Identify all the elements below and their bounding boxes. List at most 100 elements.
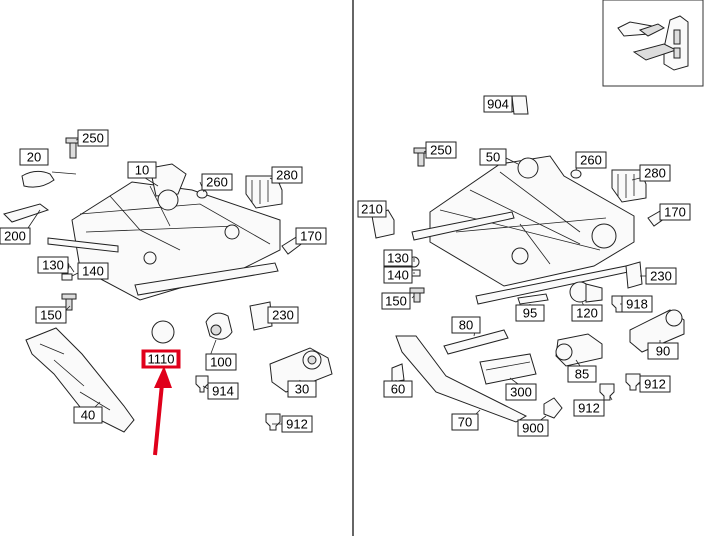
svg-text:130: 130 xyxy=(42,258,64,273)
callout-30[interactable]: 30 xyxy=(287,380,317,398)
connector-900 xyxy=(543,397,563,419)
callout-20[interactable]: 20 xyxy=(19,148,49,166)
callout-60[interactable]: 60 xyxy=(383,380,413,398)
callout-140-right[interactable]: 140 xyxy=(383,266,413,284)
callout-200[interactable]: 200 xyxy=(0,227,31,245)
svg-text:250: 250 xyxy=(82,131,104,146)
callout-912-right-a[interactable]: 912 xyxy=(573,399,605,417)
svg-text:150: 150 xyxy=(385,294,407,309)
svg-text:912: 912 xyxy=(644,377,666,392)
svg-text:250: 250 xyxy=(430,143,452,158)
svg-text:1110: 1110 xyxy=(148,352,175,367)
bracket-60 xyxy=(391,363,405,383)
svg-text:10: 10 xyxy=(135,163,149,178)
callout-900[interactable]: 900 xyxy=(517,419,549,437)
bushing-260-right xyxy=(570,169,582,179)
switch-100 xyxy=(205,312,233,340)
svg-text:210: 210 xyxy=(361,202,383,217)
callout-80[interactable]: 80 xyxy=(451,316,481,334)
svg-text:912: 912 xyxy=(578,401,600,416)
connector-912-right-b xyxy=(625,373,641,391)
callout-150[interactable]: 150 xyxy=(35,306,67,324)
callout-120[interactable]: 120 xyxy=(571,304,603,322)
svg-text:90: 90 xyxy=(656,344,670,359)
callout-912-left[interactable]: 912 xyxy=(281,415,313,433)
callout-914[interactable]: 914 xyxy=(207,382,239,400)
recliner-lever xyxy=(3,203,50,223)
callout-210[interactable]: 210 xyxy=(357,200,387,218)
svg-text:170: 170 xyxy=(664,205,686,220)
callout-50[interactable]: 50 xyxy=(479,148,507,166)
bracket-280-left xyxy=(245,175,283,209)
svg-text:300: 300 xyxy=(510,385,532,400)
callout-90[interactable]: 90 xyxy=(647,342,679,360)
rail-70 xyxy=(395,335,528,423)
svg-text:40: 40 xyxy=(81,408,95,423)
svg-text:170: 170 xyxy=(300,229,322,244)
connector-912-right-a xyxy=(599,383,615,401)
callout-10[interactable]: 10 xyxy=(127,161,157,179)
callout-912-right-b[interactable]: 912 xyxy=(639,375,671,393)
side-cover-40 xyxy=(25,327,135,433)
bolt-150-right xyxy=(409,287,425,303)
svg-text:95: 95 xyxy=(523,306,537,321)
callout-170-right[interactable]: 170 xyxy=(659,203,691,221)
svg-text:912: 912 xyxy=(286,417,308,432)
svg-text:230: 230 xyxy=(650,269,672,284)
nut-140-left xyxy=(61,273,73,281)
svg-text:80: 80 xyxy=(459,318,473,333)
callout-230[interactable]: 230 xyxy=(267,306,299,324)
callout-150-right[interactable]: 150 xyxy=(381,292,411,310)
svg-text:60: 60 xyxy=(391,382,405,397)
connector-914 xyxy=(195,375,209,393)
svg-text:85: 85 xyxy=(575,367,589,382)
svg-text:280: 280 xyxy=(644,166,666,181)
callout-100[interactable]: 100 xyxy=(205,353,237,371)
seat-thumbnail xyxy=(602,0,704,87)
svg-text:150: 150 xyxy=(40,308,62,323)
callout-904[interactable]: 904 xyxy=(483,95,513,113)
callout-170[interactable]: 170 xyxy=(295,227,327,245)
svg-text:904: 904 xyxy=(487,97,509,112)
bracket-95 xyxy=(517,293,549,305)
svg-text:30: 30 xyxy=(295,382,309,397)
callout-280[interactable]: 280 xyxy=(271,166,303,184)
svg-text:50: 50 xyxy=(486,150,500,165)
callout-140[interactable]: 140 xyxy=(77,262,109,280)
motor-85 xyxy=(555,333,603,367)
svg-text:918: 918 xyxy=(626,297,648,312)
svg-text:140: 140 xyxy=(387,268,409,283)
clip-230-left xyxy=(249,301,273,331)
svg-text:140: 140 xyxy=(82,264,104,279)
svg-text:120: 120 xyxy=(576,306,598,321)
callout-250[interactable]: 250 xyxy=(77,129,109,147)
bracket-80 xyxy=(443,329,509,355)
motor-120 xyxy=(569,281,603,303)
svg-text:260: 260 xyxy=(206,175,228,190)
svg-text:130: 130 xyxy=(387,251,409,266)
callout-300[interactable]: 300 xyxy=(505,383,537,401)
connector-912-left xyxy=(265,413,281,431)
callout-230-right[interactable]: 230 xyxy=(645,267,677,285)
clip-230-right xyxy=(625,261,643,289)
callout-260-right[interactable]: 260 xyxy=(575,151,607,169)
callout-918[interactable]: 918 xyxy=(621,295,653,313)
callout-40[interactable]: 40 xyxy=(73,406,103,424)
seat-cushion-trim xyxy=(21,170,55,188)
callout-1110[interactable]: 1110 xyxy=(141,349,181,369)
svg-text:280: 280 xyxy=(276,168,298,183)
svg-text:20: 20 xyxy=(27,150,41,165)
callout-95[interactable]: 95 xyxy=(515,304,545,322)
right-seat-frame xyxy=(411,155,635,305)
callout-280-right[interactable]: 280 xyxy=(639,164,671,182)
callout-85[interactable]: 85 xyxy=(567,365,597,383)
callout-130[interactable]: 130 xyxy=(37,256,69,274)
callout-250-right[interactable]: 250 xyxy=(425,141,457,159)
svg-text:100: 100 xyxy=(210,355,232,370)
callout-130-right[interactable]: 130 xyxy=(383,249,413,267)
bolt-150-left xyxy=(61,293,77,311)
callout-70[interactable]: 70 xyxy=(451,413,479,431)
highlight-arrow xyxy=(153,366,172,456)
callout-260[interactable]: 260 xyxy=(201,173,233,191)
